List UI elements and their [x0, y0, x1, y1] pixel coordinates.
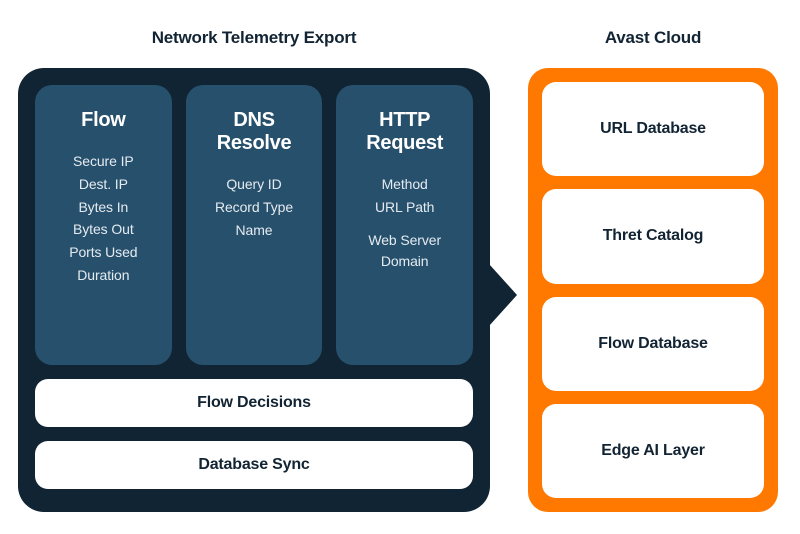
panel-item: Dest. IP [78, 175, 128, 192]
panel-http-request-title: HTTP Request [344, 109, 465, 155]
cloud-card-flow-database[interactable]: Flow Database [542, 296, 764, 391]
cloud-card-thret-catalog[interactable]: Thret Catalog [542, 189, 764, 284]
panel-item: Web Server Domain [368, 231, 442, 269]
telemetry-section-title: Network Telemetry Export [151, 28, 357, 47]
panel-dns-resolve-title: DNS Resolve [194, 109, 315, 155]
panel-flow-items: Secure IP Dest. IP Bytes In Bytes Out Po… [43, 150, 164, 286]
panel-item: Method [381, 176, 428, 193]
flow-arrow-icon [489, 264, 517, 326]
panel-item: Query ID [226, 176, 282, 193]
cloud-card-url-database[interactable]: URL Database [542, 82, 764, 177]
panel-item: Bytes Out [73, 221, 134, 238]
panel-title-line: HTTP [379, 109, 431, 131]
panel-item: Secure IP [73, 153, 134, 170]
panel-dns-resolve[interactable]: DNS Resolve Query ID Record Type Name [185, 85, 323, 365]
panel-title-line: DNS [233, 109, 275, 131]
panel-title-line: Request [366, 132, 444, 155]
bar-flow-decisions[interactable]: Flow Decisions [35, 379, 473, 427]
telemetry-container: Flow Secure IP Dest. IP Bytes In Bytes O… [18, 68, 490, 512]
panel-item: Ports Used [69, 243, 138, 260]
panel-item: Duration [77, 266, 130, 283]
cloud-container: URL Database Thret Catalog Flow Database… [528, 68, 778, 512]
panel-title-line: Resolve [216, 132, 292, 155]
telemetry-panels-row: Flow Secure IP Dest. IP Bytes In Bytes O… [35, 85, 474, 365]
cloud-section-title: Avast Cloud [604, 28, 702, 47]
panel-item: Record Type [214, 199, 294, 216]
panel-item: URL Path [374, 199, 435, 216]
panel-flow[interactable]: Flow Secure IP Dest. IP Bytes In Bytes O… [35, 85, 172, 365]
panel-http-request-items: Method URL Path Web Server Domain [344, 173, 465, 271]
cloud-card-edge-ai-layer[interactable]: Edge AI Layer [542, 403, 764, 498]
panel-item: Bytes In [78, 198, 129, 215]
panel-dns-resolve-items: Query ID Record Type Name [194, 173, 315, 241]
panel-http-request[interactable]: HTTP Request Method URL Path Web Server … [336, 85, 474, 365]
panel-item: Name [235, 221, 273, 238]
panel-flow-title: Flow [81, 109, 126, 131]
bar-database-sync[interactable]: Database Sync [35, 441, 473, 489]
